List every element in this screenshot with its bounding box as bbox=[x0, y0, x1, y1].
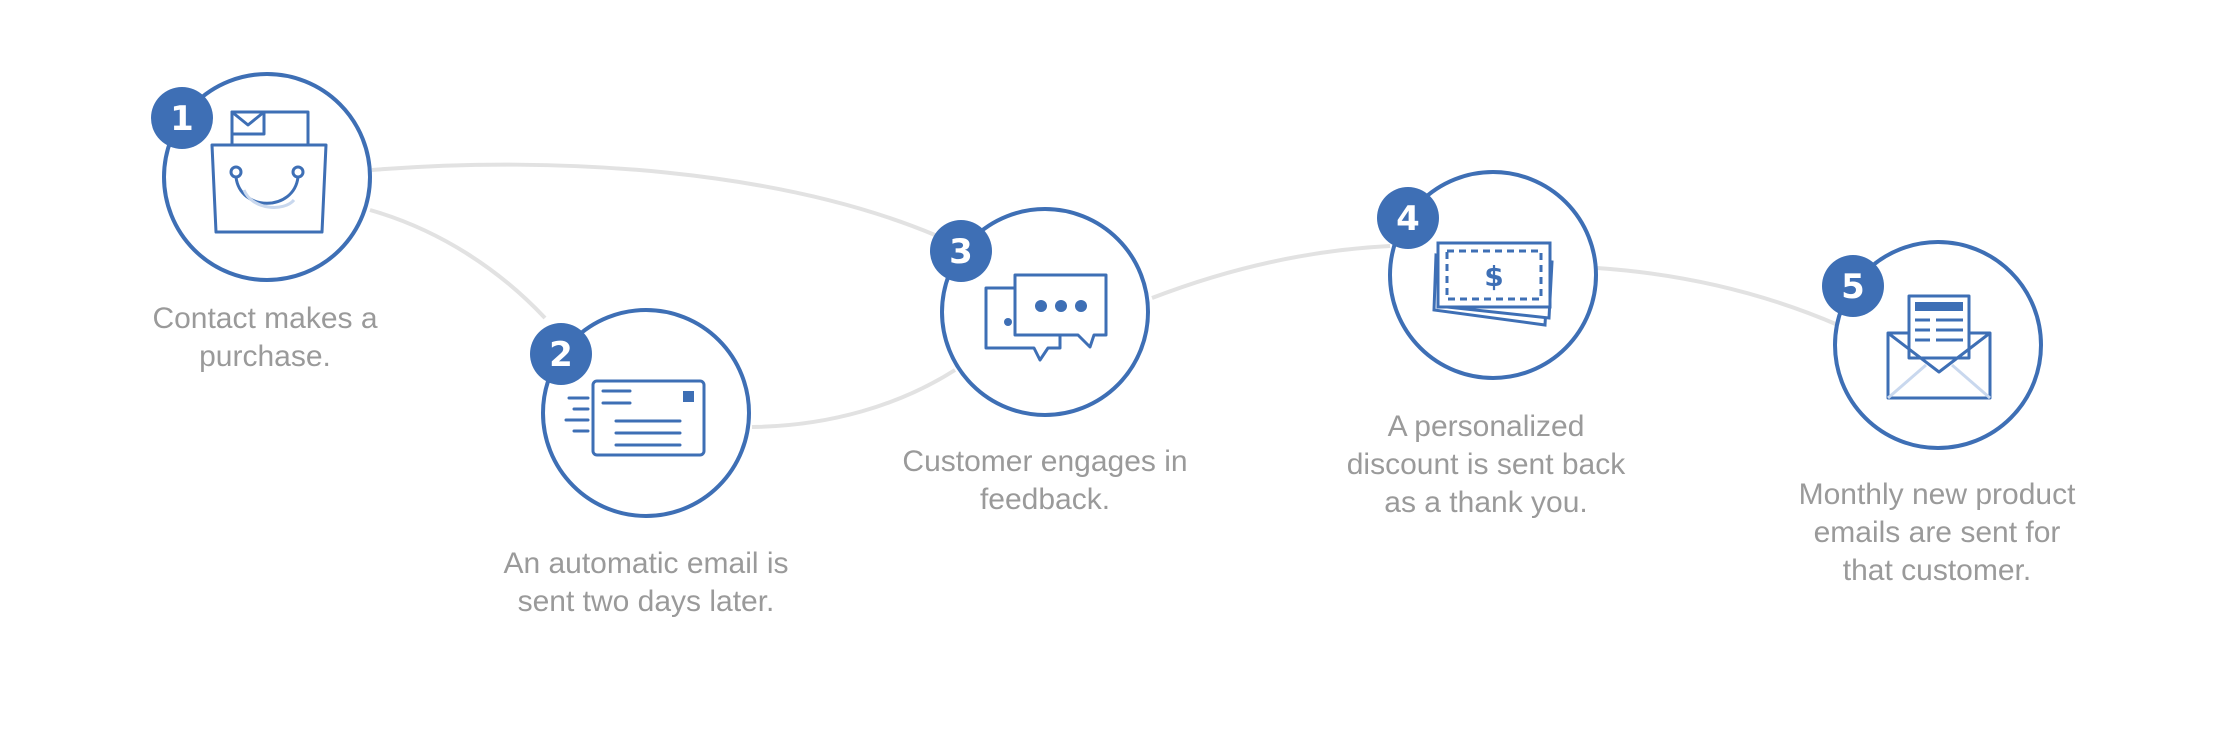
shopping-bag-icon bbox=[210, 110, 328, 234]
discount-voucher-icon: $ bbox=[1432, 241, 1554, 327]
step-2-node: 2 bbox=[530, 308, 751, 518]
connectors bbox=[369, 162, 1839, 429]
caption-line: feedback. bbox=[979, 483, 1111, 516]
caption-line: that customer. bbox=[1842, 554, 2032, 587]
step-4-number: 4 bbox=[1396, 199, 1420, 239]
step-5-number: 5 bbox=[1841, 267, 1865, 307]
connector-2-3 bbox=[751, 368, 957, 429]
step-3-number: 3 bbox=[949, 232, 973, 272]
caption-line: Monthly new product bbox=[1798, 478, 2076, 511]
open-envelope-newsletter-icon bbox=[1886, 294, 1992, 400]
step-3-node: 3 bbox=[930, 207, 1150, 417]
voucher-symbol: $ bbox=[1484, 260, 1503, 293]
caption-line: as a thank you. bbox=[1384, 486, 1588, 519]
step-3-badge bbox=[930, 220, 992, 282]
step-4-node: $ 4 bbox=[1377, 170, 1598, 380]
step-2-caption: An automatic email is sent two days late… bbox=[456, 545, 836, 621]
caption-line: emails are sent for bbox=[1813, 516, 2061, 549]
caption-line: Contact makes a bbox=[152, 302, 378, 335]
caption-line: discount is sent back bbox=[1346, 448, 1626, 481]
chat-bubbles-icon bbox=[984, 273, 1108, 362]
connector-1-3 bbox=[371, 162, 936, 237]
caption-line: Customer engages in bbox=[902, 445, 1188, 478]
step-4-caption: A personalized discount is sent back as … bbox=[1296, 408, 1676, 522]
connector-4-5 bbox=[1596, 266, 1839, 327]
step-2-number: 2 bbox=[549, 335, 573, 375]
email-envelope-icon bbox=[564, 379, 706, 457]
step-4-badge bbox=[1377, 187, 1439, 249]
caption-line: A personalized bbox=[1387, 410, 1585, 443]
step-1-node: 1 bbox=[151, 72, 372, 282]
connector-3-4 bbox=[1151, 244, 1391, 300]
step-1-badge bbox=[151, 87, 213, 149]
caption-line: An automatic email is bbox=[503, 547, 789, 580]
step-1-caption: Contact makes a purchase. bbox=[75, 300, 455, 376]
connector-1-2 bbox=[369, 208, 547, 320]
step-5-caption: Monthly new product emails are sent for … bbox=[1747, 476, 2127, 590]
step-2-badge bbox=[530, 323, 592, 385]
step-3-caption: Customer engages in feedback. bbox=[855, 443, 1235, 519]
caption-line: purchase. bbox=[199, 340, 331, 373]
step-1-number: 1 bbox=[170, 99, 194, 139]
step-5-badge bbox=[1822, 255, 1884, 317]
step-5-node: 5 bbox=[1822, 240, 2043, 450]
caption-line: sent two days later. bbox=[517, 585, 775, 618]
